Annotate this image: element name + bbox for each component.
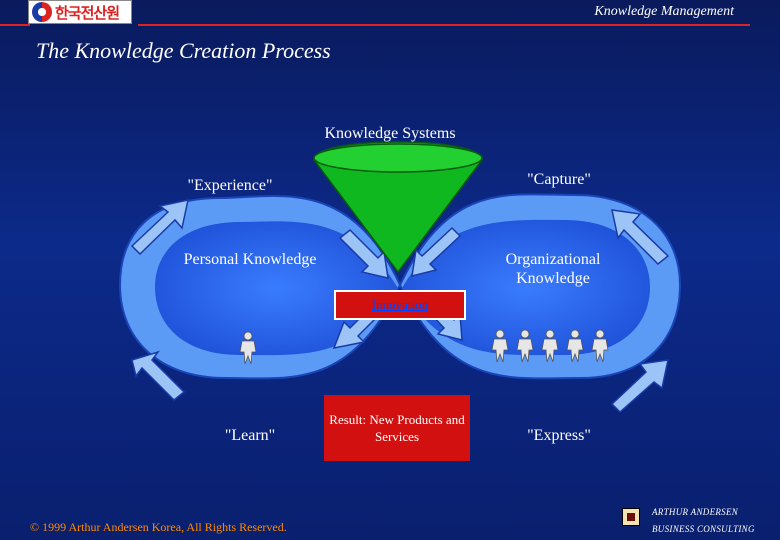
aa-line-1: ARTHUR ANDERSEN [652, 507, 739, 517]
arrow-inner-top-right [411, 226, 462, 278]
group-icon [491, 329, 609, 363]
knowledge-systems-label: Knowledge Systems [324, 125, 456, 142]
result-box: Result: New Products and Services [324, 395, 470, 461]
arthur-andersen-text: ARTHUR ANDERSEN BUSINESS CONSULTING [652, 504, 755, 538]
learn-label: "Learn" [224, 427, 276, 444]
arrow-top-left [130, 199, 189, 256]
header-rule-left [0, 24, 30, 26]
arrow-inner-top-left [338, 228, 389, 279]
express-label: "Express" [527, 427, 591, 444]
page-title: The Knowledge Creation Process [36, 38, 331, 63]
innovation-link[interactable]: Innovation [334, 290, 466, 320]
capture-label: "Capture" [527, 171, 591, 188]
person-icon [239, 331, 257, 365]
copyright-text: © 1999 Arthur Andersen Korea, All Rights… [30, 520, 287, 534]
arthur-andersen-logo-icon [622, 508, 640, 526]
header-title: Knowledge Management [594, 4, 734, 19]
arrow-bottom-left [131, 350, 186, 402]
personal-loop [155, 221, 398, 356]
arrow-bottom-right [610, 359, 669, 414]
logo-emblem-icon [32, 2, 52, 22]
logo: 한국전산원 [28, 0, 132, 24]
aa-line-2: BUSINESS CONSULTING [652, 524, 755, 535]
arrow-top-right [611, 209, 670, 266]
organizational-knowledge-label: Organizational Knowledge [505, 251, 601, 288]
funnel-rim [313, 143, 483, 173]
experience-label: "Experience" [187, 177, 273, 194]
personal-knowledge-label: Personal Knowledge [183, 251, 317, 268]
header-bar: 한국전산원 Knowledge Management [0, 0, 780, 26]
organizational-loop [402, 219, 650, 356]
header-rule [138, 24, 750, 26]
logo-text: 한국전산원 [55, 3, 120, 22]
